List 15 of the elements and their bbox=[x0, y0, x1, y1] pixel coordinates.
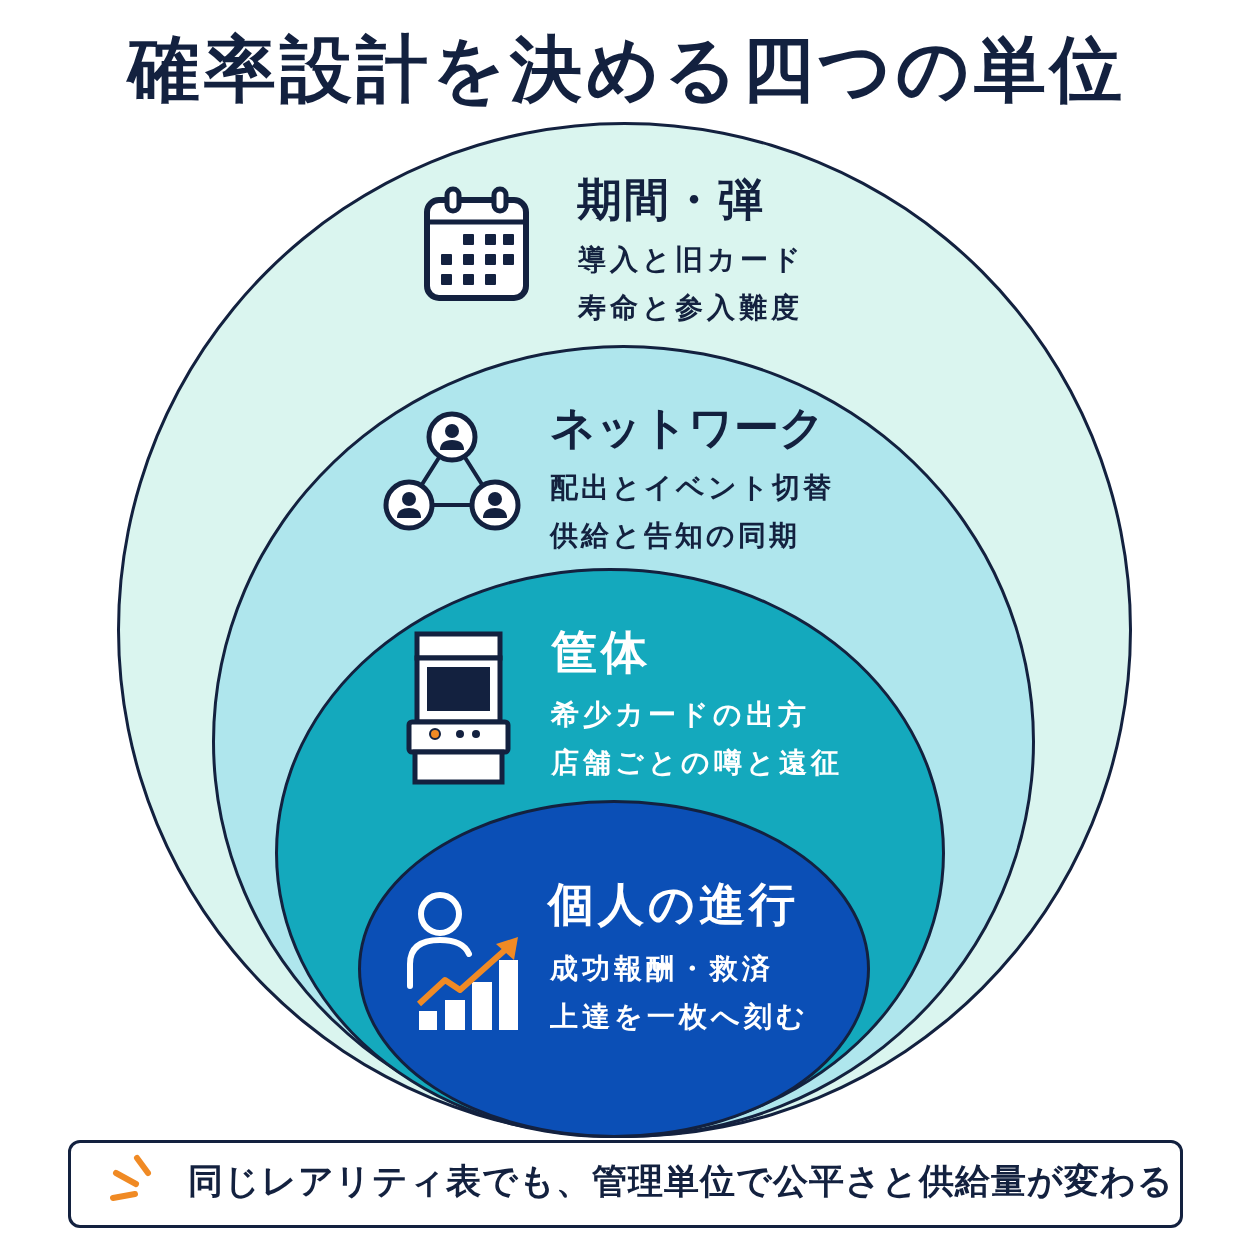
ring-description: 成功報酬・救済 bbox=[550, 953, 774, 986]
note-panel bbox=[68, 1140, 1183, 1228]
ring-description: 店舗ごとの噂と遠征 bbox=[551, 747, 843, 780]
ring-heading: ネットワーク bbox=[550, 402, 825, 454]
ring-description: 導入と旧カード bbox=[578, 244, 805, 277]
ring-description: 上達を一枚へ刻む bbox=[550, 1001, 809, 1034]
ring-heading: 期間・弾 bbox=[577, 174, 765, 226]
ring-description: 供給と告知の同期 bbox=[550, 520, 800, 553]
note-text: 同じレアリティ表でも、管理単位で公平さと供給量が変わる bbox=[188, 1161, 1174, 1202]
title: 確率設計を決める四つの単位 bbox=[128, 27, 1126, 111]
ring-description: 希少カードの出方 bbox=[551, 699, 810, 732]
ring-description: 寿命と参入難度 bbox=[578, 292, 803, 325]
ring-description: 配出とイベント切替 bbox=[550, 472, 834, 505]
ring-heading: 筐体 bbox=[551, 626, 651, 679]
ring-heading: 個人の進行 bbox=[548, 878, 799, 931]
